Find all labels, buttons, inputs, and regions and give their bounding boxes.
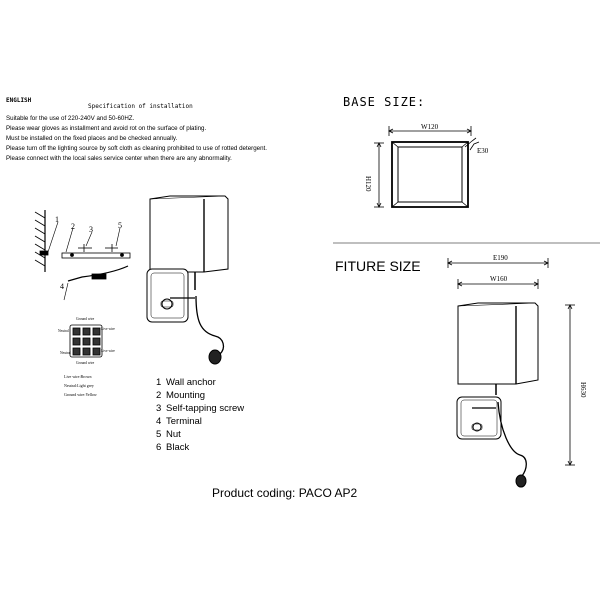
callout-3: 3 — [89, 225, 93, 234]
callout-1: 1 — [55, 215, 59, 224]
callout-4: 4 — [60, 282, 64, 291]
base-width-label: W120 — [421, 123, 439, 131]
callout-2: 2 — [71, 222, 75, 231]
fixture-size-title: FITURE SIZE — [335, 258, 421, 274]
instruction-line: Suitable for the use of 220-240V and 50-… — [6, 115, 135, 122]
terminal-label-live-2: Live wire — [101, 349, 115, 353]
terminal-label-ground-top: Ground wire — [76, 317, 95, 321]
installation-diagram — [34, 210, 131, 358]
wire-note-live: Live wire:Brown — [64, 374, 91, 379]
fixture-depth-label: E190 — [493, 254, 508, 262]
wire-note-neutral: Neutral:Light grey — [64, 383, 94, 388]
fixture-lamp-drawing — [456, 302, 539, 488]
fixture-dimension-lines — [447, 258, 575, 466]
language-heading: ENGLISH — [6, 97, 32, 104]
base-plate-drawing — [374, 126, 480, 208]
base-depth-label: E30 — [477, 147, 489, 155]
terminal-label-neutral: Neutral — [58, 329, 69, 333]
terminal-label-live: Live wire — [101, 327, 115, 331]
base-size-title: BASE SIZE: — [343, 95, 426, 109]
product-coding: Product coding: PACO AP2 — [212, 486, 358, 500]
wire-note-ground: Ground wire:Yellow — [64, 392, 97, 397]
instruction-line: Please wear gloves as installment and av… — [6, 125, 207, 132]
terminal-label-ground-bottom: Ground wire — [76, 361, 95, 365]
product-lamp-drawing — [146, 195, 229, 365]
base-height-label: H120 — [364, 176, 372, 192]
callout-5: 5 — [118, 221, 122, 230]
instructions-list: Suitable for the use of 220-240V and 50-… — [6, 114, 267, 164]
terminal-label-neutral-2: Neutral — [60, 351, 71, 355]
instruction-line: Please connect with the local sales serv… — [6, 155, 232, 162]
fixture-width-label: W160 — [490, 275, 508, 283]
instruction-line: Please turn off the lighting source by s… — [6, 145, 267, 152]
instruction-line: Must be installed on the fixed places an… — [6, 135, 178, 142]
instructions-title: Specification of installation — [88, 103, 193, 110]
fixture-height-label: H630 — [579, 382, 587, 398]
